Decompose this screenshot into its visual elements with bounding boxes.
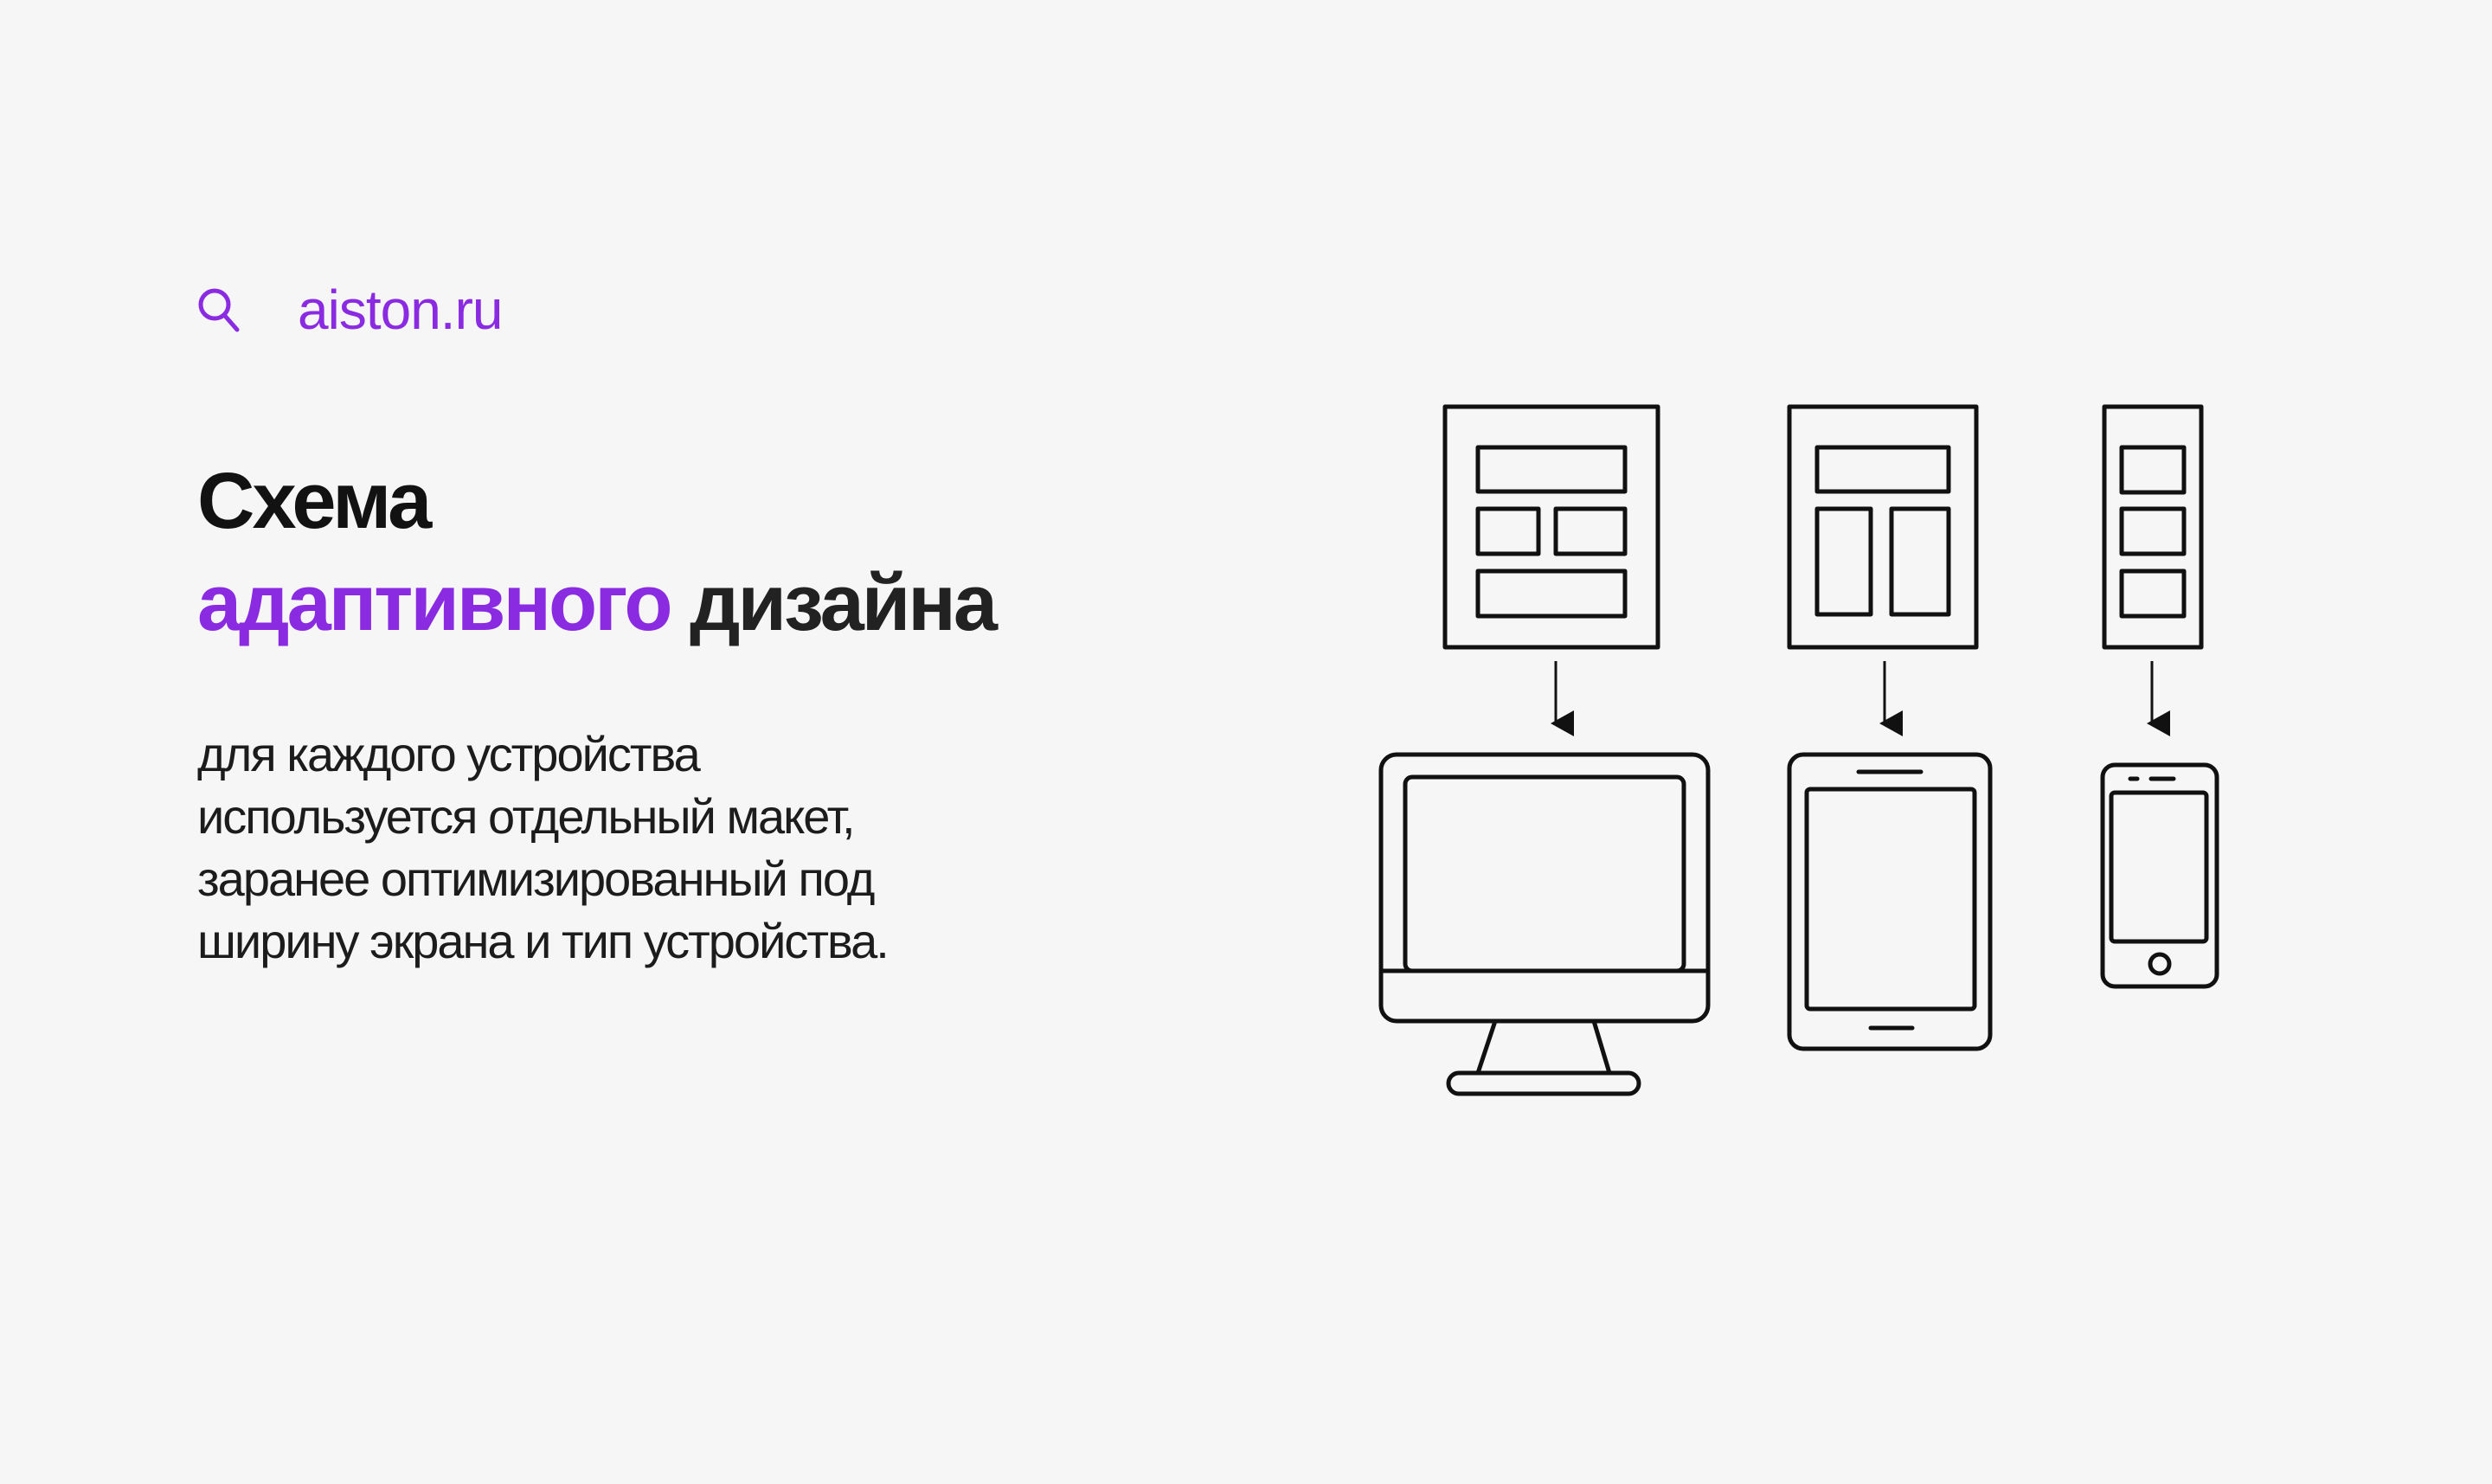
title-accent: адаптивного (197, 559, 673, 647)
tablet-layout (1787, 404, 1979, 650)
description-line: используется отдельный макет, (197, 789, 856, 844)
desktop-layout (1442, 404, 1660, 650)
brand-link[interactable]: aiston.ru (298, 279, 503, 341)
title-line-2: адаптивного дизайна (197, 552, 998, 654)
brand[interactable]: aiston.ru (196, 275, 503, 344)
tablet-icon (1787, 752, 1993, 1051)
description-line: ширину экрана и тип устройства. (197, 914, 890, 968)
monitor-icon (1378, 752, 1711, 1096)
title-line-1: Схема (197, 457, 432, 545)
description-line: заранее оптимизированный под (197, 851, 875, 906)
description-line: для каждого устройства (197, 727, 701, 781)
description: для каждого устройства используется отде… (197, 723, 1063, 973)
title-rest: дизайна (690, 559, 998, 647)
search-icon (198, 288, 240, 332)
mobile-layout (2102, 404, 2204, 650)
page-title: Схема адаптивного дизайна (197, 450, 998, 654)
adaptive-design-diagram (1378, 404, 2219, 1096)
phone-icon (2100, 762, 2219, 989)
